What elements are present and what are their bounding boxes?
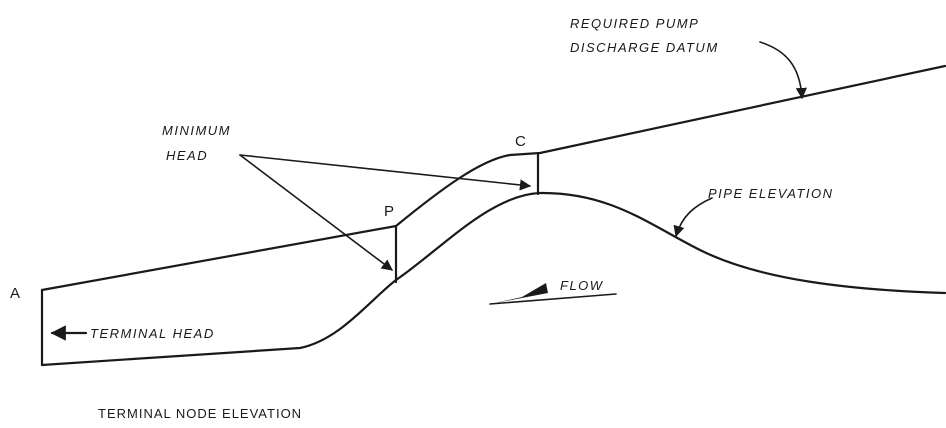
minimum-head-label-line1: MINIMUM	[162, 123, 231, 138]
flow-label: FLOW	[560, 278, 604, 293]
pipe-elevation-arrow	[673, 197, 713, 238]
flow-arrow-shaft	[489, 293, 617, 305]
point-p-label: P	[384, 203, 394, 220]
pipe-elevation-profile	[40, 191, 946, 367]
terminal-node-elevation-label: TERMINAL NODE ELEVATION	[98, 406, 302, 421]
required-pump-label-line1: REQUIRED PUMP	[570, 16, 699, 31]
pipe-elevation-label: PIPE ELEVATION	[708, 186, 834, 201]
required-pump-label-line2: DISCHARGE DATUM	[570, 40, 719, 55]
minimum-head-arrow-to-c	[239, 154, 532, 191]
terminal-head-label: TERMINAL HEAD	[90, 326, 215, 341]
hydraulic-grade-line	[40, 64, 946, 292]
flow-arrow	[490, 283, 548, 304]
point-c-label: C	[515, 133, 526, 150]
minimum-head-arrow-to-p	[239, 154, 393, 271]
minimum-head-label-line2: HEAD	[166, 148, 208, 163]
point-a-label: A	[10, 285, 20, 302]
required-pump-arrow	[759, 41, 807, 100]
